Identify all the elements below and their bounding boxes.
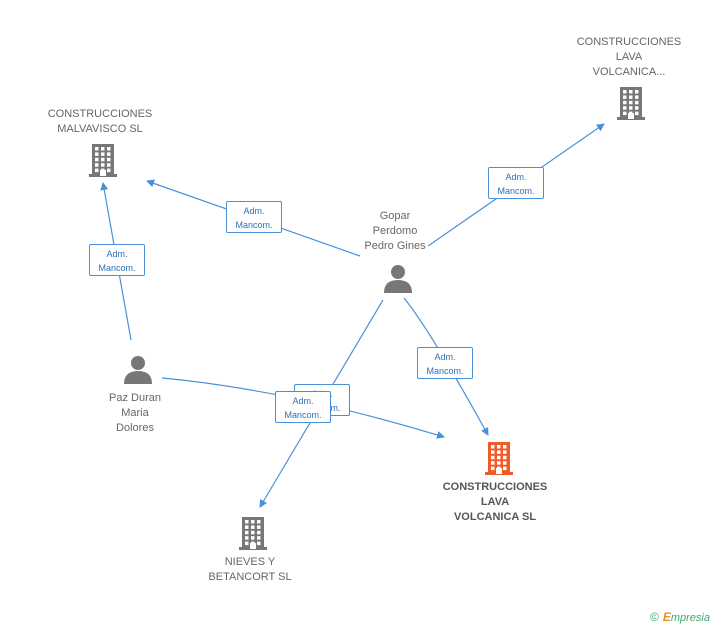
building-icon[interactable]	[237, 515, 269, 551]
copyright-symbol: ©	[650, 610, 659, 624]
person-icon[interactable]	[122, 354, 154, 386]
brand-name: mpresia	[670, 612, 710, 624]
building-icon[interactable]	[615, 85, 647, 121]
edge-label-gopar-nieves[interactable]: Adm.Mancom.	[275, 391, 331, 423]
building-icon[interactable]	[483, 440, 515, 476]
building-icon[interactable]	[87, 142, 119, 178]
edge-label-gopar-lava-top[interactable]: Adm.Mancom.	[488, 167, 544, 199]
edge-label-gopar-malvavisco[interactable]: Adm.Mancom.	[226, 201, 282, 233]
edge-label-gopar-lava-focus[interactable]: Adm.Mancom.	[417, 347, 473, 379]
footer-brand: ©Empresia	[650, 610, 710, 624]
edge-label-paz-malvavisco[interactable]: Adm.Mancom.	[89, 244, 145, 276]
brand-initial: E	[662, 610, 671, 624]
person-icon[interactable]	[382, 263, 414, 295]
